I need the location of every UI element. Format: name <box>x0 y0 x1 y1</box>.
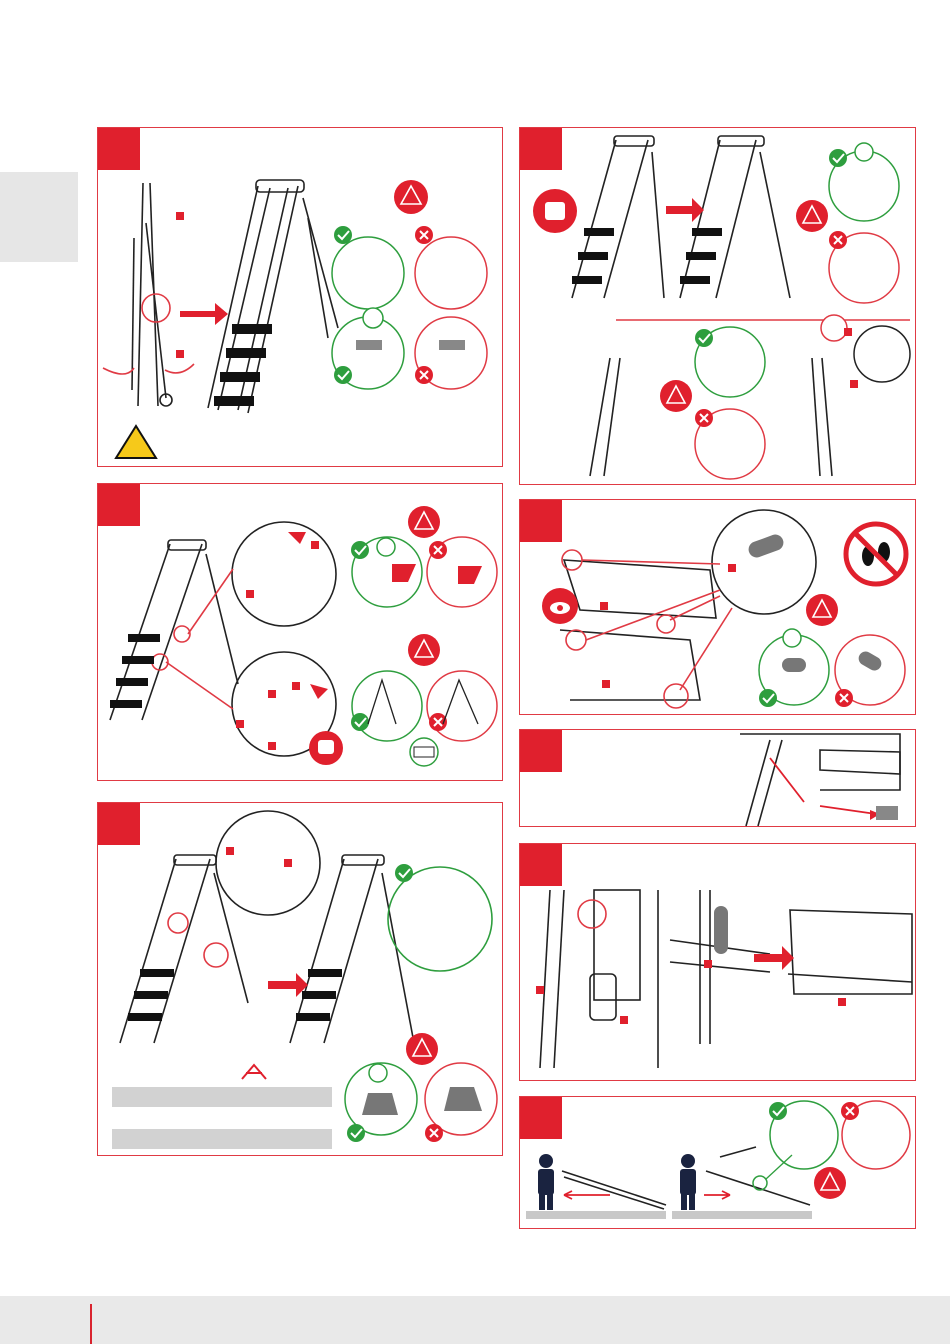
callout-marker <box>536 986 544 994</box>
panel-4-illustration <box>520 128 917 486</box>
warning-icon <box>406 1033 438 1065</box>
cross-icon <box>695 409 713 427</box>
callout-marker <box>284 859 292 867</box>
footer-accent-rule <box>90 1304 92 1344</box>
check-icon <box>759 689 777 707</box>
warning-icon <box>660 380 692 412</box>
page-footer <box>0 1296 950 1344</box>
panel-6-illustration <box>520 730 917 828</box>
callout-marker <box>176 350 184 358</box>
check-icon <box>395 864 413 882</box>
check-icon <box>334 366 352 384</box>
panel-8 <box>519 1096 916 1229</box>
callout-marker <box>268 742 276 750</box>
panel-1-illustration <box>98 128 504 468</box>
callout-marker <box>600 602 608 610</box>
cross-icon <box>425 1124 443 1142</box>
panel-8-illustration <box>520 1097 917 1230</box>
callout-marker <box>176 212 184 220</box>
check-icon <box>351 713 369 731</box>
callout-marker <box>268 690 276 698</box>
callout-marker <box>292 682 300 690</box>
panel-7-illustration <box>520 844 917 1082</box>
callout-marker <box>844 328 852 336</box>
callout-marker <box>236 720 244 728</box>
check-icon <box>829 149 847 167</box>
cross-icon <box>841 1102 859 1120</box>
callout-marker <box>850 380 858 388</box>
callout-marker <box>620 1016 628 1024</box>
correct-detail-circle <box>332 237 404 309</box>
callout-marker <box>311 541 319 549</box>
warning-icon <box>796 200 828 232</box>
callout-marker <box>226 847 234 855</box>
panel-5-illustration <box>520 500 917 716</box>
chapter-side-tab <box>0 172 78 262</box>
hand-icon <box>309 731 343 765</box>
cross-icon <box>829 231 847 249</box>
pinch-hazard-icon <box>116 426 156 458</box>
cross-icon <box>415 366 433 384</box>
no-stepping-icon <box>846 524 906 584</box>
eye-icon <box>542 588 578 624</box>
warning-icon <box>814 1167 846 1199</box>
callout-marker <box>602 680 610 688</box>
cross-icon <box>415 226 433 244</box>
check-icon <box>769 1102 787 1120</box>
info-bar <box>112 1087 332 1107</box>
info-bar <box>112 1129 332 1149</box>
width-icon <box>242 1065 266 1079</box>
check-icon <box>695 329 713 347</box>
warning-icon <box>806 594 838 626</box>
warning-icon <box>408 634 440 666</box>
panel-6 <box>519 729 916 827</box>
panel-7 <box>519 843 916 1081</box>
arrow-right-icon <box>666 198 704 222</box>
callout-marker <box>246 590 254 598</box>
arrow-right-icon <box>180 303 228 325</box>
warning-icon <box>408 506 440 538</box>
panel-1 <box>97 127 503 467</box>
hand-icon <box>533 189 577 233</box>
incorrect-detail-circle <box>415 237 487 309</box>
check-icon <box>351 541 369 559</box>
panel-3 <box>97 802 503 1156</box>
check-icon <box>334 226 352 244</box>
callout-marker <box>704 960 712 968</box>
panel-5 <box>519 499 916 715</box>
panel-2 <box>97 483 503 781</box>
panel-2-illustration <box>98 484 504 782</box>
person-icon <box>538 1154 554 1210</box>
warning-icon <box>394 180 428 214</box>
arrow-right-icon <box>754 946 794 970</box>
check-icon <box>347 1124 365 1142</box>
callout-marker <box>838 998 846 1006</box>
callout-marker <box>728 564 736 572</box>
cross-icon <box>429 541 447 559</box>
tool-icon <box>410 738 438 766</box>
panel-4 <box>519 127 916 485</box>
cross-icon <box>835 689 853 707</box>
person-icon <box>680 1154 696 1210</box>
